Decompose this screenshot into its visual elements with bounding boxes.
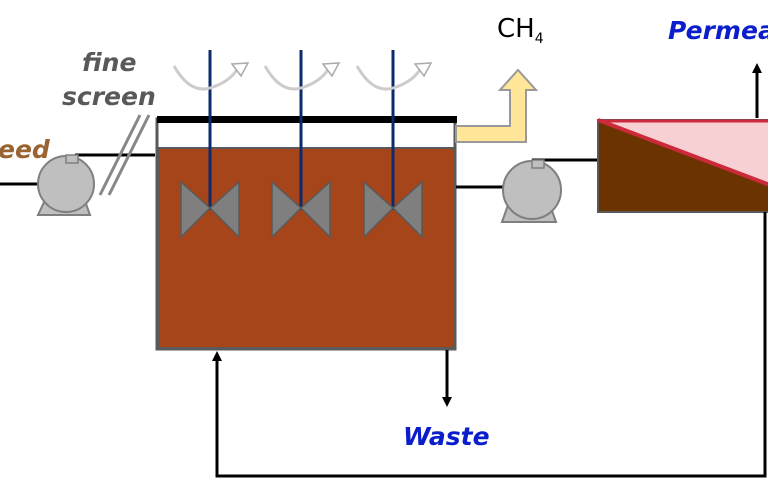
methane-label-main: CH xyxy=(497,14,535,44)
feed-pump-body xyxy=(37,155,95,213)
mixer-2 xyxy=(263,50,341,239)
return-sludge-pipe xyxy=(212,212,767,478)
fine-screen-label-line1: fine xyxy=(82,48,137,77)
mixer-3 xyxy=(355,50,433,239)
recirculation-pump-body xyxy=(502,160,562,220)
mixer-2-rotation-icon xyxy=(263,65,331,91)
methane-label-subscript: 4 xyxy=(534,31,544,47)
feed-pump-outlet xyxy=(65,154,79,164)
mixer-2-impeller xyxy=(271,180,303,239)
feed-label: eed xyxy=(0,135,50,164)
feed-pump xyxy=(36,154,95,216)
mixer-3-rotation-icon xyxy=(355,65,423,91)
recirculation-pump xyxy=(500,159,562,223)
sludge-liquid xyxy=(157,147,455,349)
membrane-module xyxy=(597,118,768,213)
biogas-arrow xyxy=(455,68,539,143)
mixer-3-impeller xyxy=(363,180,395,239)
mixer-1-impeller xyxy=(180,180,212,239)
recirculation-pump-outlet xyxy=(531,159,545,169)
methane-label: CH4 xyxy=(497,16,544,46)
mixer-1-rotation-icon xyxy=(172,65,240,91)
membrane-surface xyxy=(597,118,768,187)
fine-screen xyxy=(98,114,151,196)
mixer-1 xyxy=(172,50,250,239)
tank-cover xyxy=(157,116,457,123)
waste-label: Waste xyxy=(403,422,490,451)
permeate-label: Permea xyxy=(668,16,768,45)
fine-screen-label-line2: screen xyxy=(62,82,156,111)
